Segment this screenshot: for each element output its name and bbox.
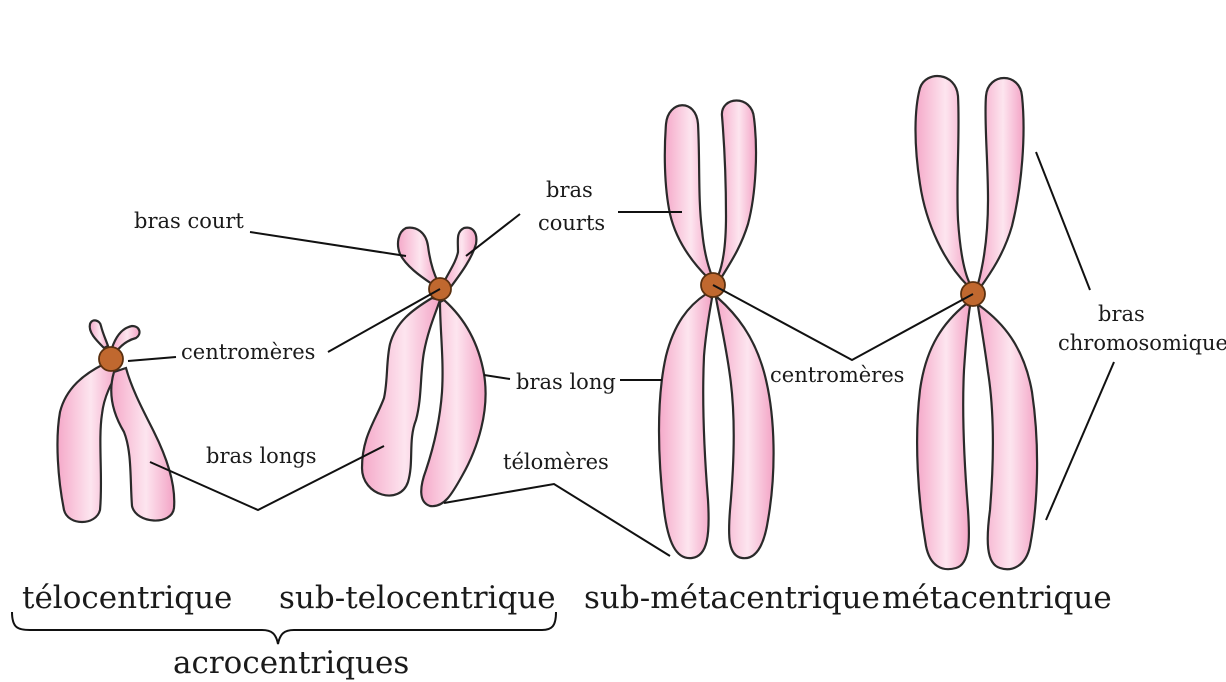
short-arm-left <box>665 105 712 278</box>
label-bras-longs: bras longs <box>206 444 317 468</box>
type-telocentrique: télocentrique <box>22 580 232 616</box>
label-bras-court: bras court <box>134 209 244 233</box>
label-telomeres: télomères <box>503 450 609 474</box>
type-sub-metacentrique: sub-métacentrique <box>584 580 880 616</box>
chromosome-submetacentric <box>659 101 774 559</box>
leader-bras-court <box>250 232 406 256</box>
chromosome-telocentric <box>57 320 174 522</box>
leader-bras-long-left <box>484 375 510 379</box>
label-bras-chromosomiques-1: bras <box>1098 302 1145 326</box>
long-arm-right <box>978 306 1037 569</box>
group-acrocentriques: acrocentriques <box>173 645 409 681</box>
long-arm-right <box>111 368 174 521</box>
label-centromeres-right: centromères <box>770 363 904 387</box>
label-bras-long: bras long <box>516 370 616 394</box>
short-arm-left <box>916 76 971 286</box>
chromosome-metacentric <box>916 76 1038 569</box>
type-sub-telocentrique: sub-telocentrique <box>279 580 556 616</box>
short-arm-right <box>978 78 1024 288</box>
long-arm-left <box>659 294 712 558</box>
label-bras-courts-1: bras <box>546 178 593 202</box>
chromosome-subtelocentric <box>362 228 486 507</box>
short-arm-right <box>718 101 756 281</box>
leader-bras-chromosomiques-bottom <box>1046 362 1114 520</box>
label-bras-courts-2: courts <box>538 211 605 235</box>
long-arm-right <box>716 298 774 558</box>
short-arm-left <box>90 320 108 348</box>
label-centromeres-left: centromères <box>181 340 315 364</box>
type-metacentrique: métacentrique <box>882 580 1112 616</box>
short-arm-right <box>444 228 476 288</box>
leader-centromere-telo <box>128 357 176 361</box>
acrocentric-bracket <box>12 612 556 644</box>
centromere <box>99 347 123 371</box>
long-arm-left <box>917 304 970 569</box>
label-bras-chromosomiques-2: chromosomiques <box>1058 331 1226 355</box>
long-arm-right <box>421 300 485 506</box>
long-arm-left <box>57 364 118 522</box>
leader-telomeres <box>444 484 670 556</box>
leader-bras-chromosomiques-top <box>1036 152 1090 290</box>
